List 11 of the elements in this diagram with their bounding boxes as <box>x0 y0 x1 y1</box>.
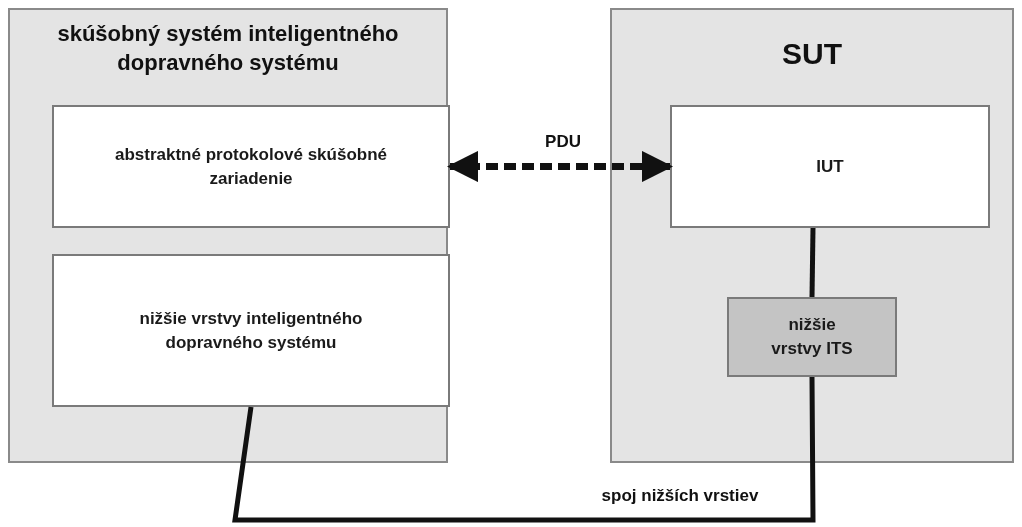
panel-title: skúšobný systém inteligentného dopravného systému <box>56 20 400 77</box>
layer-box: nižšie vrstvy ITS <box>727 297 897 377</box>
connector-line <box>809 227 816 298</box>
process-box: nižšie vrstvy inteligentného dopravného systému <box>52 254 450 407</box>
panel-title: SUT <box>781 36 843 72</box>
process-box: abstraktné protokolové skúšobné zariadenie <box>52 105 450 228</box>
arrow <box>446 150 674 183</box>
connector-line <box>232 377 816 523</box>
system-panel <box>8 8 448 463</box>
process-box: IUT <box>670 105 990 228</box>
system-panel <box>610 8 1014 463</box>
